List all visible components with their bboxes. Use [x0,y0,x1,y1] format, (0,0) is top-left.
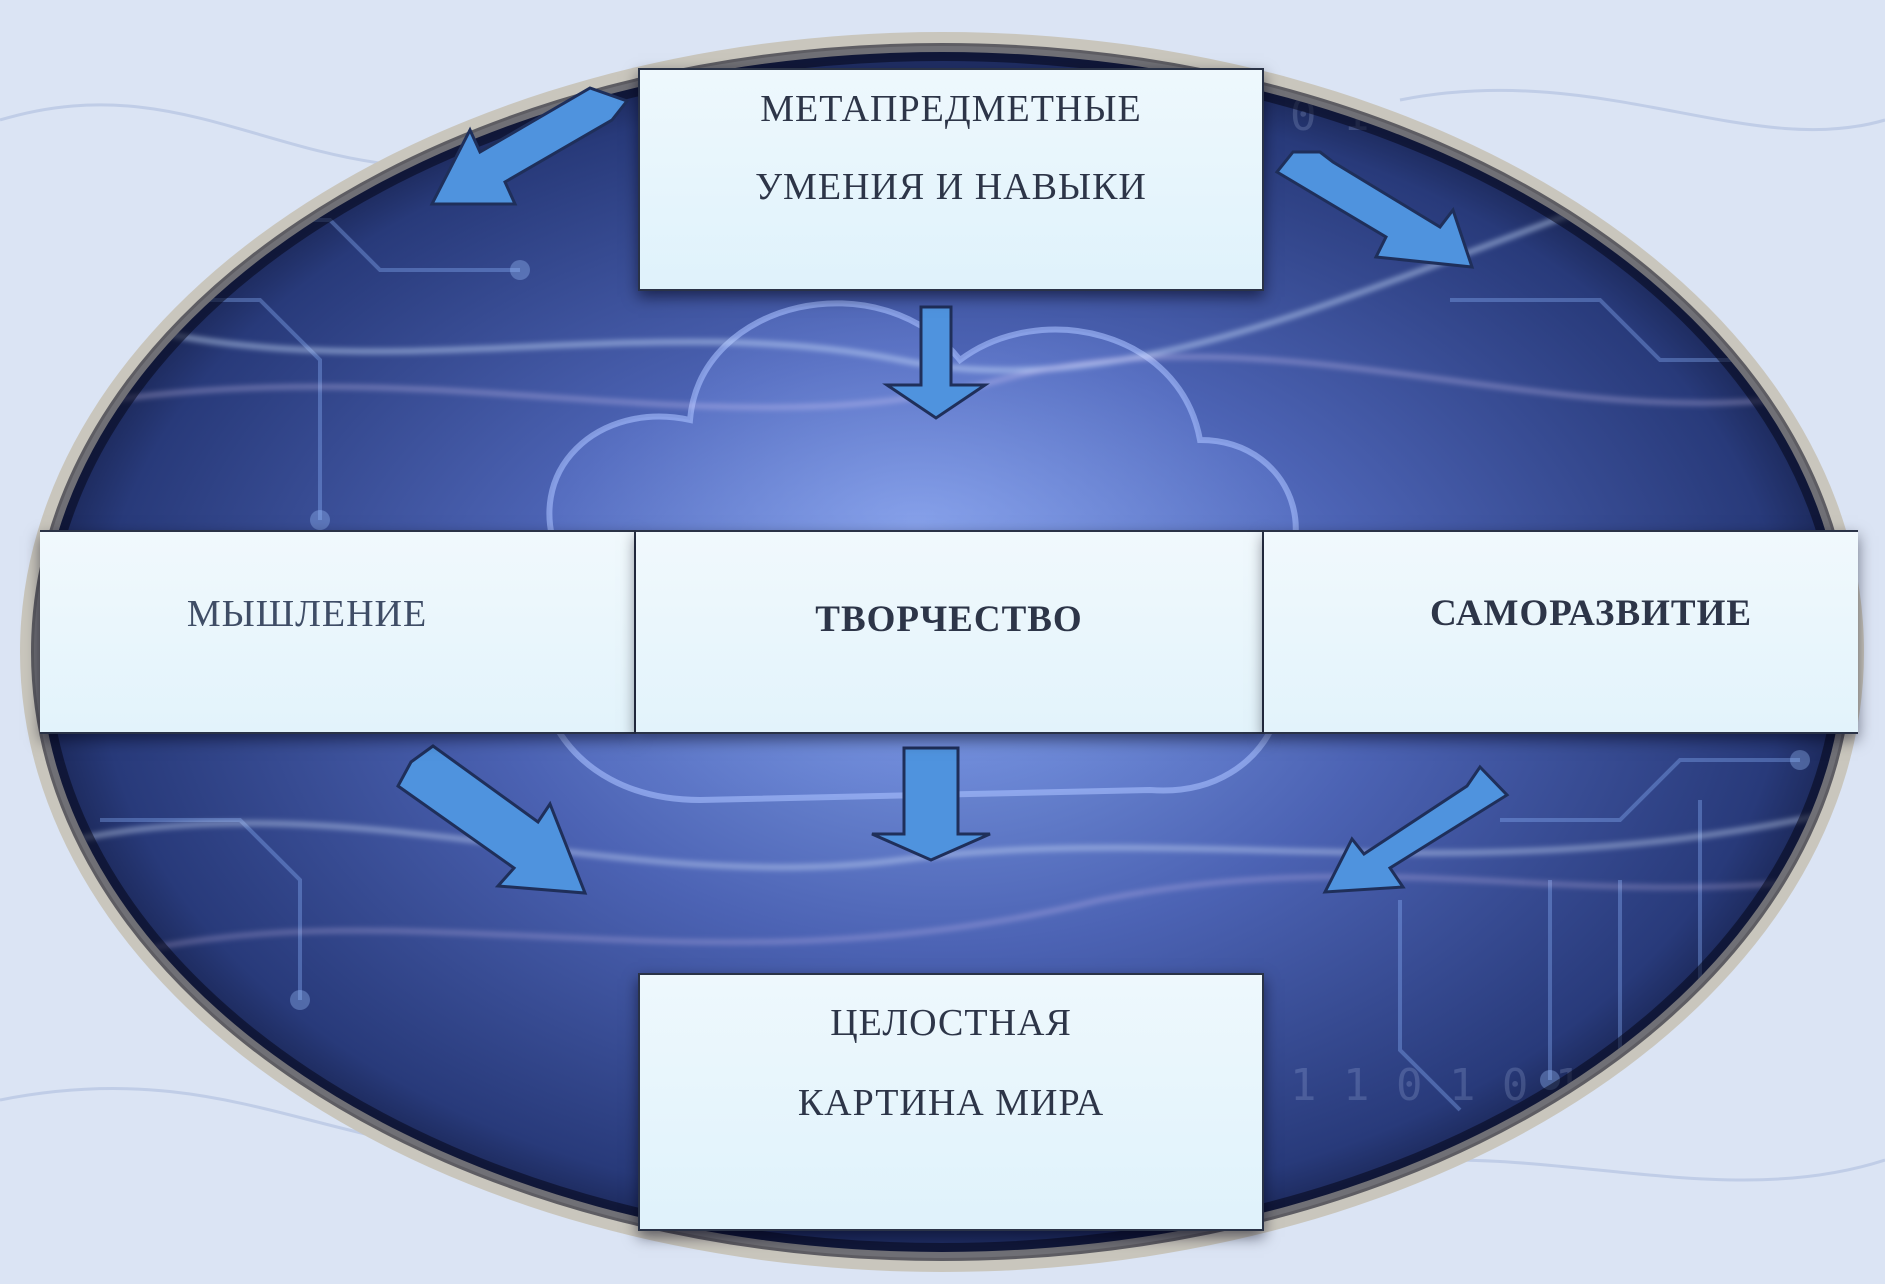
middle-row: МЫШЛЕНИЕ ТВОРЧЕСТВО САМОРАЗВИТИЕ [40,530,1858,734]
arrow-down-right [1274,150,1475,269]
world-picture-line-1: ЦЕЛОСТНАЯ [830,1002,1072,1044]
arrow-up-left [429,86,630,206]
arrow-down-right-bottom [396,744,588,895]
light-streaks [40,118,1844,962]
thinking-cell: МЫШЛЕНИЕ [40,530,636,734]
creativity-label: ТВОРЧЕСТВО [815,599,1083,640]
self-development-label: САМОРАЗВИТИЕ [1429,593,1753,634]
world-picture-line-2: КАРТИНА МИРА [797,1082,1105,1124]
thinking-label: МЫШЛЕНИЕ [186,593,428,635]
arrow-down-top [882,305,990,420]
arrow-down-bottom [871,746,991,862]
arrows [396,86,1510,895]
self-development-cell: САМОРАЗВИТИЕ [1264,530,1858,734]
world-picture-box: ЦЕЛОСТНАЯ КАРТИНА МИРА [638,973,1264,1231]
meta-skills-box: МЕТАПРЕДМЕТНЫЕ УМЕНИЯ И НАВЫКИ [638,68,1264,291]
meta-skills-line-1: МЕТАПРЕДМЕТНЫЕ [760,88,1142,130]
arrow-down-left-bottom [1322,764,1510,894]
creativity-cell: ТВОРЧЕСТВО [636,530,1264,734]
meta-skills-line-2: УМЕНИЯ И НАВЫКИ [755,166,1147,208]
